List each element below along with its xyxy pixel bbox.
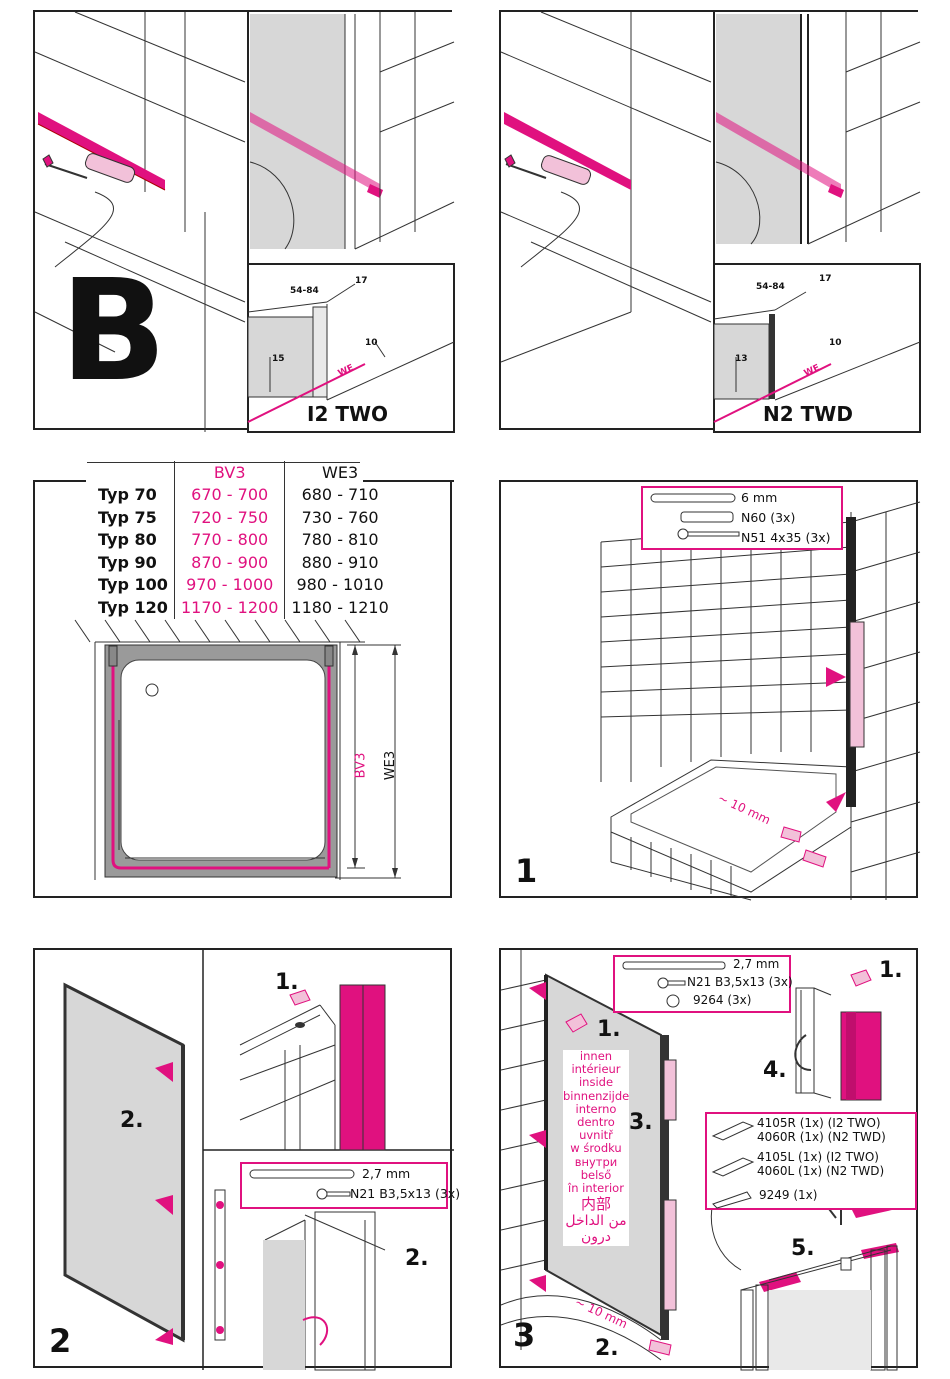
cap-label: 4060R (1x) (N2 TWD) — [757, 1130, 886, 1144]
cap-label: 4105L (1x) (I2 TWO) — [757, 1150, 879, 1164]
door-hinge-illustration — [63, 950, 454, 1371]
panel-step-2: 2,7 mm N21 B3,5x13 (3x) 1. 2. 2. 2 — [33, 948, 460, 1371]
dim-range-label: 54-84 — [756, 282, 785, 292]
panel-step-1: 6 mm N60 (3x) N51 4x35 (3x) ~ 10 mm 1 — [499, 480, 921, 901]
substep-5-label: 5. — [791, 1236, 815, 1261]
step-number: 3 — [513, 1316, 536, 1354]
dim-13-label: 13 — [735, 354, 748, 364]
dim-15-label: 15 — [272, 354, 285, 364]
parts-box-step2: 2,7 mm N21 B3,5x13 (3x) — [240, 1162, 460, 1209]
section-letter: B — [60, 250, 167, 413]
part-cap-label: 9264 (3x) — [693, 993, 752, 1007]
panel-step-3: 2,7 mm N21 B3,5x13 (3x) 9264 (3x) 4105R … — [499, 948, 918, 1371]
substep-4-label: 4. — [763, 1058, 787, 1083]
part-drill-label: 2,7 mm — [733, 957, 780, 971]
substep-1-label: 1. — [597, 1017, 621, 1042]
panel-b-n2twd: 54-84 17 10 13 WE N2 TWD — [499, 10, 921, 433]
shower-plan-drawing — [74, 619, 401, 880]
part-dowel-label: N60 (3x) — [741, 510, 796, 525]
part-drill-label: 2,7 mm — [362, 1166, 411, 1181]
substep-1-label: 1. — [275, 970, 299, 995]
header-we3: WE3 — [322, 462, 359, 482]
parts-box-step3-caps: 4105R (1x) (I2 TWO) 4060R (1x) (N2 TWD) … — [705, 1112, 917, 1210]
parts-box-step3-top: 2,7 mm N21 B3,5x13 (3x) 9264 (3x) — [613, 955, 793, 1013]
part-drill-label: 6 mm — [741, 490, 778, 505]
model-label-i2two: I2 TWO — [307, 402, 389, 426]
dim-range-label: 54-84 — [290, 286, 319, 296]
header-bv3: BV3 — [173, 461, 286, 484]
cap-label: 9249 (1x) — [759, 1188, 818, 1202]
dim-10-label: 10 — [829, 338, 842, 348]
wall-mount-illustration-left — [34, 11, 455, 433]
substep-1b-label: 1. — [879, 958, 903, 983]
parts-box-step1: 6 mm N60 (3x) N51 4x35 (3x) — [641, 486, 843, 550]
substep-2-label: 2. — [595, 1336, 619, 1361]
cap-label: 4060L (1x) (N2 TWD) — [757, 1164, 885, 1178]
dim-10-label: 10 — [365, 338, 378, 348]
cap-label: 4105R (1x) (I2 TWO) — [757, 1116, 881, 1130]
step-number: 1 — [515, 852, 538, 890]
dim-we3-label: WE3 — [383, 750, 399, 781]
dim-bv3-label: BV3 — [353, 752, 369, 779]
panel-b-i2two: B 54-84 17 10 15 WE I2 TWO — [33, 10, 455, 433]
part-screw-label: N21 B3,5x13 (3x) — [687, 975, 793, 989]
wall-mount-illustration-right — [500, 11, 921, 433]
part-screw-label: N21 B3,5x13 (3x) — [350, 1186, 461, 1201]
step-number: 2 — [49, 1322, 72, 1360]
substep-2b-label: 2. — [405, 1246, 429, 1271]
dim-17-label: 17 — [355, 276, 368, 286]
model-label-n2twd: N2 TWD — [763, 402, 853, 426]
dim-17-label: 17 — [819, 274, 832, 284]
part-screw-label: N51 4x35 (3x) — [741, 530, 831, 545]
substep-3-label: 3. — [629, 1110, 653, 1135]
substep-2-label: 2. — [120, 1108, 144, 1133]
